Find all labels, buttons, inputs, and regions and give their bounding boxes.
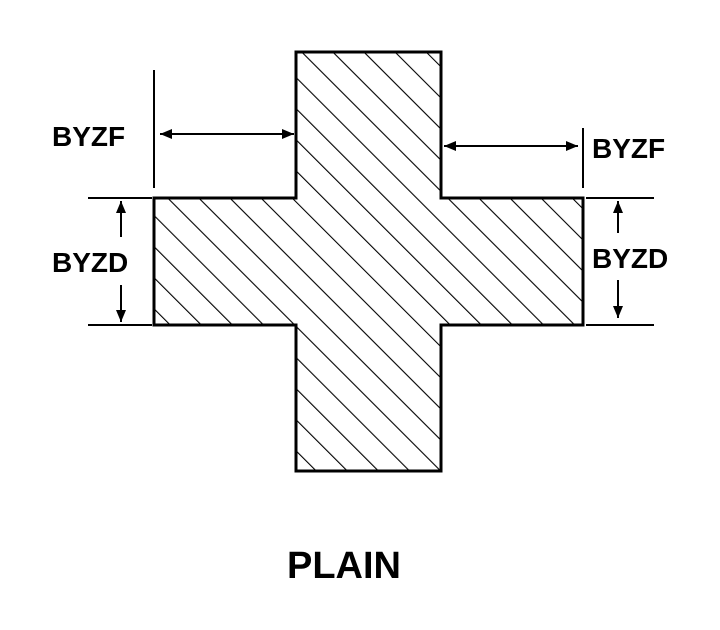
diagram-caption: PLAIN	[287, 545, 401, 587]
thickness-dimension-right: BYZD	[586, 197, 668, 326]
width-dimension-left: BYZF	[52, 70, 294, 188]
cross-shape	[152, 50, 585, 473]
width-label-right: BYZF	[592, 133, 665, 164]
thickness-dimension-left: BYZD	[52, 197, 152, 326]
width-label-left: BYZF	[52, 121, 125, 152]
thickness-label-right: BYZD	[592, 243, 668, 274]
width-dimension-right: BYZF	[444, 128, 665, 188]
thickness-label-left: BYZD	[52, 247, 128, 278]
